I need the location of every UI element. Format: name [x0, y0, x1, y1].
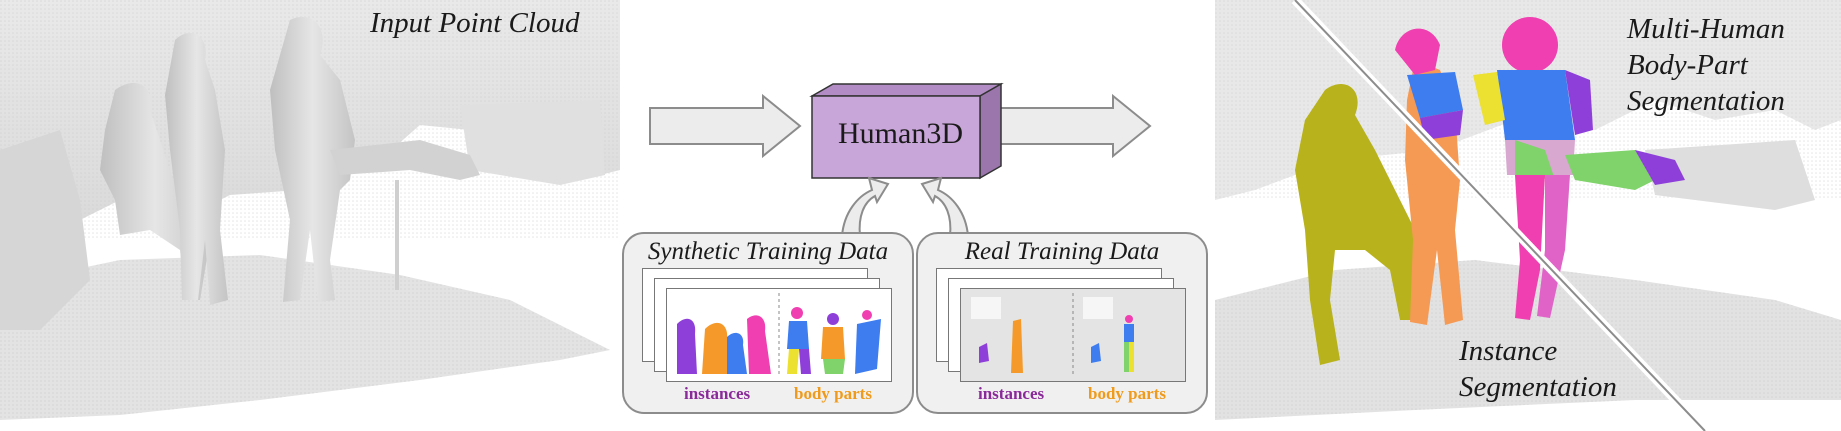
synthetic-sample-image [677, 293, 881, 377]
real-training-data-title: Real Training Data [964, 238, 1160, 265]
body-part-segmentation-caption-line3: Segmentation [1627, 85, 1785, 117]
input-point-cloud-image [0, 0, 620, 420]
instance-segmentation-caption-line1: Instance [1459, 335, 1558, 367]
output-segmentation-image [1215, 0, 1841, 431]
input-arrow [649, 93, 802, 159]
instance-segmentation-caption-line2: Segmentation [1459, 371, 1617, 403]
real-body-parts-label: body parts [1088, 384, 1166, 403]
body-part-segmentation-caption-line2: Body-Part [1627, 49, 1748, 81]
input-point-cloud-caption: Input Point Cloud [370, 7, 580, 39]
input-point-cloud-panel: Input Point Cloud [0, 0, 620, 431]
synthetic-data-arrow [840, 176, 890, 237]
human3d-label: Human3D [838, 117, 963, 150]
real-data-arrow [920, 176, 970, 237]
output-arrow [999, 93, 1152, 159]
synthetic-training-data-box: Synthetic Training Data instances body p… [622, 232, 914, 414]
real-sample-card-front [960, 288, 1186, 382]
synthetic-training-data-title: Synthetic Training Data [647, 238, 889, 265]
real-sample-image [961, 289, 1185, 381]
real-training-data-box: Real Training Data instances body parts [916, 232, 1208, 414]
body-part-segmentation-caption-line1: Multi-Human [1627, 13, 1785, 45]
real-instances-label: instances [978, 384, 1045, 403]
synthetic-instances-label: instances [684, 384, 751, 403]
output-segmentation-panel: Multi-Human Body-Part Segmentation Insta… [1215, 0, 1841, 431]
synthetic-body-parts-label: body parts [794, 384, 872, 403]
synthetic-sample-card-front [666, 288, 892, 382]
